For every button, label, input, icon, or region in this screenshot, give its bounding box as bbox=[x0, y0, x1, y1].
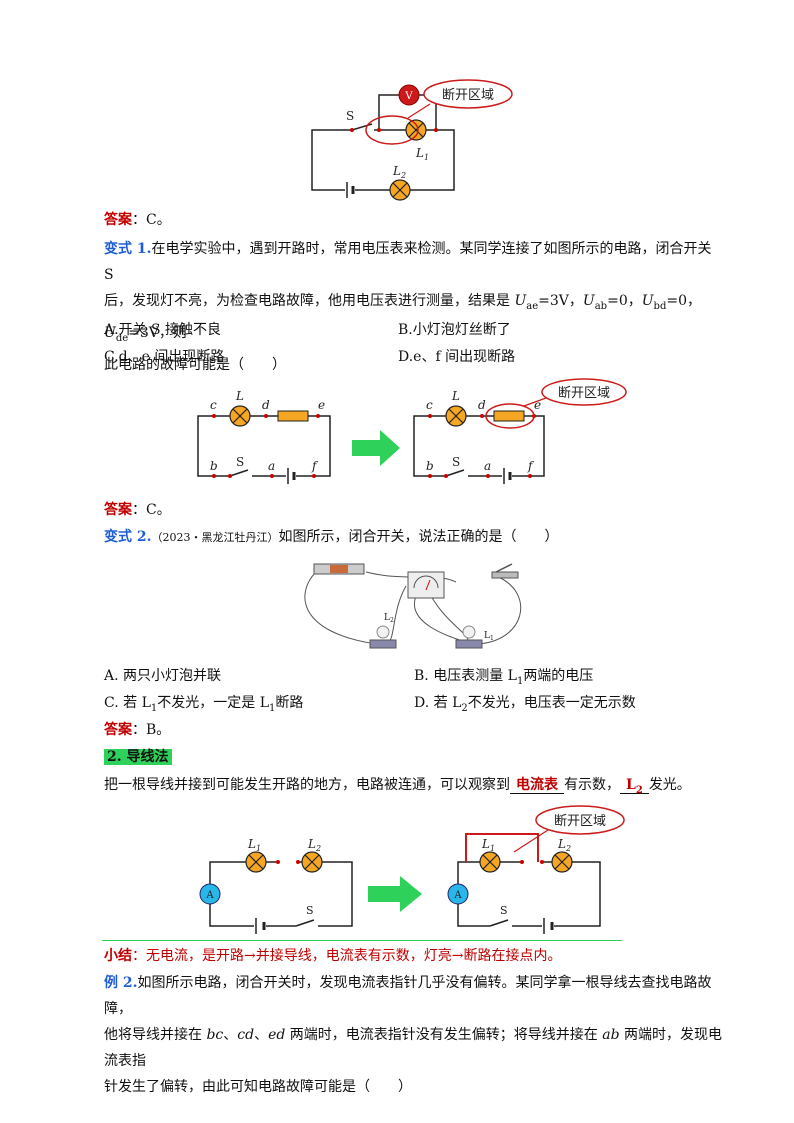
svg-text:f: f bbox=[311, 459, 319, 473]
svg-text:b: b bbox=[426, 459, 434, 473]
svg-text:e: e bbox=[534, 398, 541, 412]
svg-text:L1: L1 bbox=[247, 837, 261, 853]
callout-text: 断开区域 bbox=[558, 386, 610, 401]
svg-text:L: L bbox=[451, 389, 460, 403]
divider bbox=[102, 940, 622, 941]
arrow-right-icon bbox=[352, 430, 400, 466]
variant-1-option-d: D.e、f 间出现断路 bbox=[398, 349, 516, 365]
svg-text:S: S bbox=[306, 904, 314, 917]
ammeter-icon bbox=[199, 883, 221, 905]
svg-text:c: c bbox=[426, 398, 433, 412]
callout-text: 断开区域 bbox=[442, 88, 494, 103]
figure-voltmeter-circuit: V 断开区域 S L1 L2 bbox=[311, 79, 513, 201]
svg-text:S: S bbox=[236, 455, 244, 469]
variant-2-option-c: C. 若 L1不发光，一定是 L1断路 bbox=[104, 695, 304, 714]
svg-text:L2: L2 bbox=[384, 613, 394, 624]
svg-text:a: a bbox=[484, 459, 491, 473]
variant-1-question: 变式 1.在电学实验中，遇到开路时，常用电压表来检测。某同学连接了如图所示的电路… bbox=[104, 241, 712, 373]
callout-text: 断开区域 bbox=[554, 814, 606, 829]
ammeter-icon bbox=[447, 883, 469, 905]
svg-text:f: f bbox=[527, 459, 535, 473]
example-2-question: 例 2.如图所示电路，闭合开关时，发现电流表指针几乎没有偏转。某同学拿一根导线去… bbox=[104, 975, 722, 1095]
svg-text:a: a bbox=[268, 459, 275, 473]
svg-text:A: A bbox=[205, 890, 214, 901]
svg-text:L1: L1 bbox=[484, 631, 494, 642]
figure-wire-method: A S L1 L2 A S L1 L2 断开区域 bbox=[199, 805, 625, 934]
svg-text:S: S bbox=[500, 904, 508, 917]
summary: 小结：无电流，是开路→并接导线，电流表有示数，灯亮→断路在接点内。 bbox=[104, 948, 562, 964]
voltmeter-icon bbox=[398, 84, 420, 106]
svg-text:L1: L1 bbox=[481, 837, 495, 853]
variant-1-option-c: C.d、e 间出现断路 bbox=[104, 349, 225, 365]
svg-text:L2: L2 bbox=[557, 837, 571, 853]
variant-1-option-a: A.开关 S 接触不良 bbox=[104, 322, 222, 338]
section-heading: 2. 导线法 bbox=[104, 747, 172, 767]
variant-2-question: 变式 2.（2023・黑龙江牡丹江）如图所示，闭合开关，说法正确的是（ ） bbox=[104, 529, 559, 545]
svg-text:S: S bbox=[452, 455, 460, 469]
svg-text:L1: L1 bbox=[415, 146, 429, 162]
svg-text:L: L bbox=[235, 389, 244, 403]
svg-text:L2: L2 bbox=[307, 837, 321, 853]
arrow-right-icon bbox=[368, 876, 422, 912]
variant-2-option-a: A. 两只小灯泡并联 bbox=[104, 668, 222, 684]
svg-text:d: d bbox=[478, 398, 486, 412]
svg-text:L2: L2 bbox=[392, 164, 406, 180]
variant-2-option-b: B. 电压表测量 L1两端的电压 bbox=[414, 668, 594, 687]
answer-1: 答案：C。 bbox=[104, 212, 171, 228]
svg-text:S: S bbox=[346, 109, 354, 123]
variant-1-option-b: B.小灯泡灯丝断了 bbox=[398, 322, 511, 338]
answer-2: 答案：C。 bbox=[104, 502, 171, 518]
svg-text:c: c bbox=[210, 398, 217, 412]
figure-physical-setup: L2 L1 bbox=[304, 563, 522, 649]
svg-text:d: d bbox=[262, 398, 270, 412]
variant-2-option-d: D. 若 L2不发光，电压表一定无示数 bbox=[414, 695, 636, 714]
svg-text:V: V bbox=[404, 91, 413, 102]
svg-text:b: b bbox=[210, 459, 218, 473]
answer-3: 答案：B。 bbox=[104, 722, 171, 738]
svg-text:e: e bbox=[318, 398, 325, 412]
svg-text:A: A bbox=[453, 890, 462, 901]
figure-open-circuit-compare: c L d e b a f S c L d e b a f S 断开区域 bbox=[197, 378, 627, 484]
